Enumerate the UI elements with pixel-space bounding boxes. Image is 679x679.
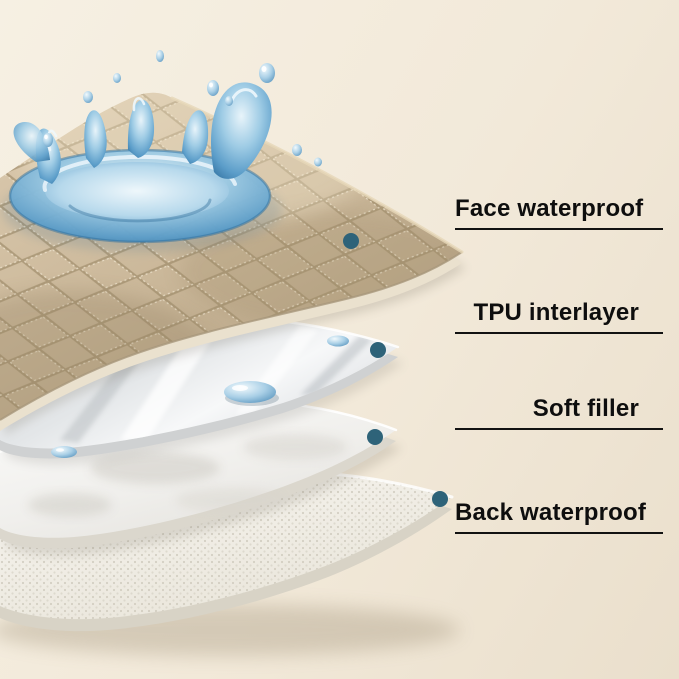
annotation-face-waterproof: Face waterproof (455, 197, 663, 230)
water-splash (2, 50, 322, 252)
back-waterproof-marker-dot (432, 491, 448, 507)
annotation-label: TPU interlayer (473, 299, 639, 326)
splash-droplets (43, 50, 322, 167)
tpu-interlayer-marker-dot (370, 342, 386, 358)
soft-filler-marker-dot (367, 429, 383, 445)
annotation-soft-filler: Soft filler (455, 397, 663, 430)
splash-crown (13, 82, 272, 184)
face-waterproof-marker-dot (343, 233, 359, 249)
annotation-label: Soft filler (532, 395, 639, 422)
annotation-back-waterproof: Back waterproof (455, 501, 663, 534)
annotation-label: Back waterproof (455, 499, 647, 526)
annotation-tpu-interlayer: TPU interlayer (455, 301, 663, 334)
annotation-label: Face waterproof (455, 195, 644, 222)
tpu-water-droplets (51, 335, 349, 458)
